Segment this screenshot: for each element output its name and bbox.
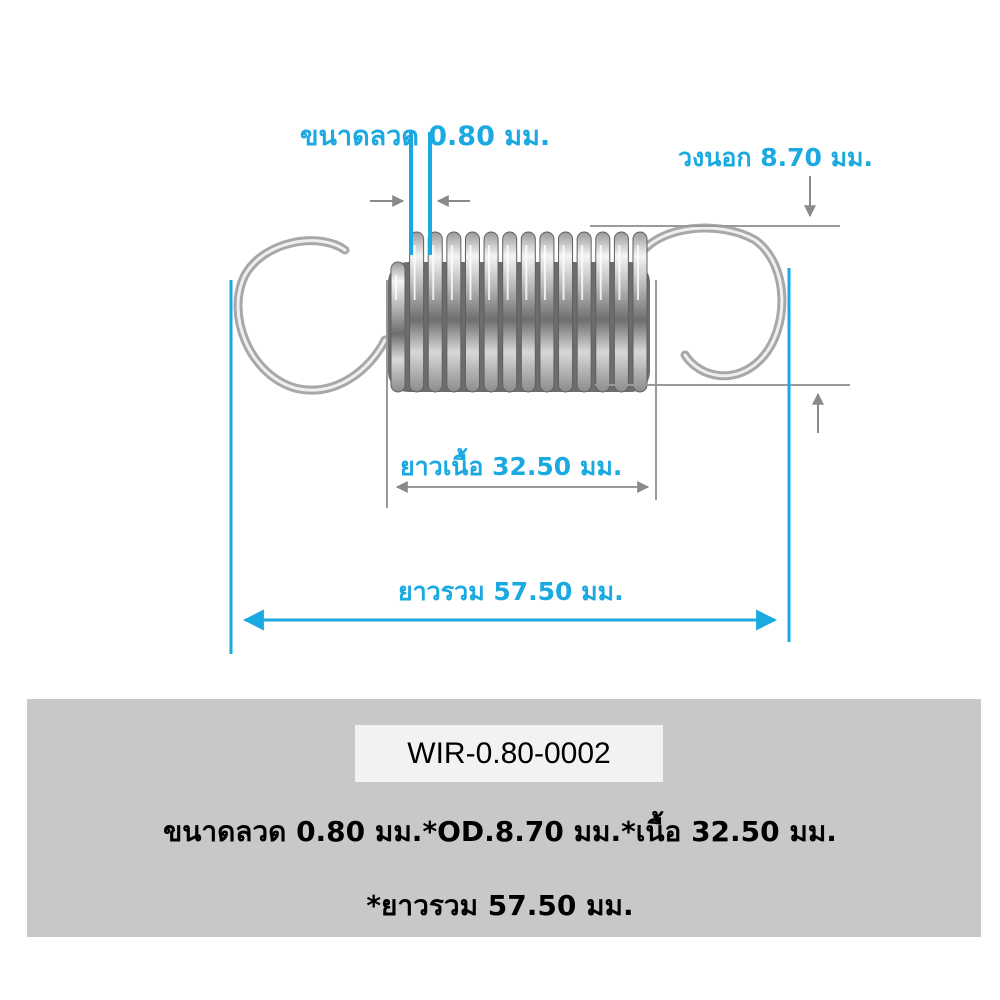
spring-coil xyxy=(502,231,518,393)
spring-coil xyxy=(613,231,629,393)
spring-coil xyxy=(464,231,480,393)
spring-coil xyxy=(520,231,536,393)
product-code: WIR-0.80-0002 xyxy=(355,725,663,782)
wire-diameter-label: ขนาดลวด 0.80 มม. xyxy=(300,121,551,152)
spring-coil xyxy=(409,231,425,393)
spring-coil xyxy=(558,231,574,393)
spring-coil xyxy=(595,231,611,393)
spring-coil xyxy=(632,231,648,393)
spec-line-1: ขนาดลวด 0.80 มม.*OD.8.70 มม.*เนื้อ 32.50… xyxy=(163,815,837,848)
outer-diameter-label: วงนอก 8.70 มม. xyxy=(678,143,874,172)
spring-coil xyxy=(539,231,555,393)
spring-coil xyxy=(390,261,406,393)
spring-coil xyxy=(483,231,499,393)
extension-spring-image xyxy=(233,223,787,395)
spring-coil xyxy=(576,231,592,393)
spring-coil xyxy=(446,231,462,393)
spec-line-2: *ยาวรวม 57.50 มม. xyxy=(366,889,634,922)
body-length-label: ยาวเนื้อ 32.50 มม. xyxy=(400,452,623,481)
spring-coil xyxy=(427,231,443,393)
spring-diagram xyxy=(229,132,850,654)
total-length-label: ยาวรวม 57.50 มม. xyxy=(398,577,624,606)
